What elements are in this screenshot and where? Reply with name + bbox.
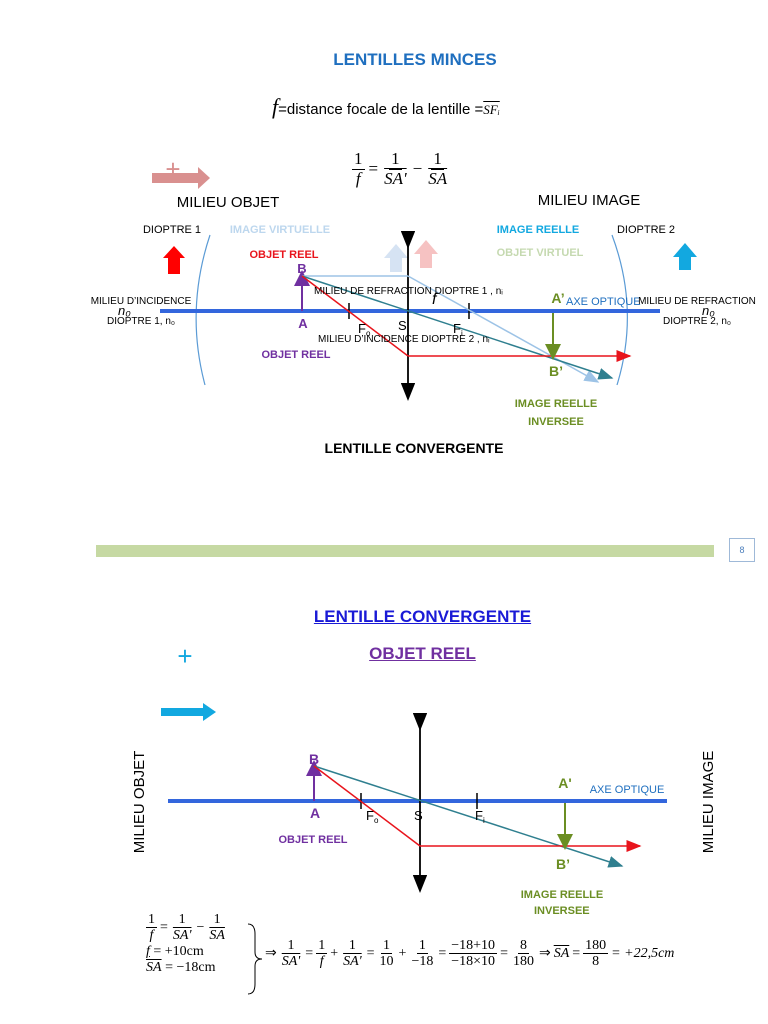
n0-left: n₀ bbox=[118, 303, 131, 318]
section-title: LENTILLE CONVERGENTE bbox=[313, 607, 532, 626]
image-virtuelle-label: IMAGE VIRTUELLE bbox=[230, 224, 330, 236]
point-a-bottom: A bbox=[310, 805, 320, 821]
focal-fo-label: Fo bbox=[358, 321, 371, 338]
page-number-badge: 8 bbox=[729, 538, 755, 562]
milieu-incidence-left-l2: DIOPTRE 1, n₀ bbox=[107, 316, 175, 327]
point-b-bottom: B bbox=[309, 751, 319, 767]
milieu-refraction-dioptre1-label: MILIEU DE REFRACTION DIOPTRE 1 , nᵢ bbox=[314, 286, 503, 297]
ray-center-teal-bottom bbox=[313, 765, 624, 868]
red-up-arrow bbox=[163, 246, 185, 274]
milieu-incidence-left-l1: MILIEU D’INCIDENCE bbox=[91, 296, 192, 307]
center-s-label: S bbox=[398, 318, 407, 333]
focal-f-italic: f bbox=[432, 291, 438, 308]
calc-sa-value: SA = −18cm bbox=[146, 959, 216, 975]
point-b-prime-bottom: B’ bbox=[556, 856, 570, 872]
image-reelle-inversee-l1: IMAGE REELLE bbox=[515, 398, 598, 410]
milieu-objet-vertical: MILIEU OBJET bbox=[131, 751, 148, 854]
calc-brace bbox=[247, 923, 263, 995]
objet-reel-label-bottom: OBJET REEL bbox=[278, 834, 347, 846]
image-reelle-inversee-l2-bottom: INVERSEE bbox=[534, 905, 590, 917]
objet-reel-bottom-label: OBJET REEL bbox=[261, 349, 330, 361]
ray-focal-red-bottom bbox=[313, 765, 421, 847]
milieu-refraction-right-l2: DIOPTRE 2, n₀ bbox=[663, 316, 731, 327]
ray-refracted-lightblue bbox=[407, 275, 600, 383]
section-subtitle: OBJET REEL bbox=[369, 644, 476, 663]
equals-sign: = bbox=[368, 159, 379, 179]
dioptre-2-label: DIOPTRE 2 bbox=[617, 224, 675, 236]
focal-sfi: SFᵢ bbox=[483, 102, 500, 117]
cyan-up-arrow bbox=[673, 243, 697, 270]
ray-focal-red bbox=[301, 275, 409, 357]
faded-red-arrow bbox=[414, 240, 438, 268]
objet-virtuel-label: OBJET VIRTUEL bbox=[497, 247, 584, 259]
calc-f-value: f = +10cm bbox=[146, 943, 204, 959]
point-b: B bbox=[297, 261, 306, 276]
focal-fi-label-bottom: Fi bbox=[475, 808, 485, 825]
axe-optique-label-bottom: AXE OPTIQUE bbox=[590, 784, 665, 796]
point-a: A bbox=[298, 316, 308, 331]
image-reelle-inversee-l2: INVERSEE bbox=[528, 416, 584, 428]
lentille-convergente-caption: LENTILLE CONVERGENTE bbox=[325, 440, 504, 456]
focal-definition-text: =distance focale de la lentille = bbox=[278, 101, 484, 118]
focal-definition: f=distance focale de la lentille =SFᵢ bbox=[272, 94, 500, 120]
point-a-prime: A’ bbox=[551, 290, 564, 306]
focal-symbol: f bbox=[272, 94, 279, 119]
bottom-diagram: + B A A' B’ Fo Fi S AXE OPTIQUE OBJET RE… bbox=[131, 641, 717, 900]
milieu-image-label: MILIEU IMAGE bbox=[538, 192, 641, 209]
milieu-objet-label: MILIEU OBJET bbox=[177, 194, 280, 211]
minus-sign: − bbox=[412, 159, 423, 179]
objet-reel-top-label: OBJET REEL bbox=[249, 249, 318, 261]
pink-direction-arrow bbox=[152, 167, 210, 189]
milieu-incidence-dioptre2-label: MILIEU D’INCIDENCE DIOPTRE 2 , nᵢ bbox=[318, 334, 490, 345]
plus-sign-bottom: + bbox=[177, 641, 192, 671]
focal-fo-label-bottom: Fo bbox=[366, 808, 379, 825]
point-b-prime: B’ bbox=[549, 363, 563, 379]
cyan-direction-arrow bbox=[161, 703, 216, 721]
ray-center-teal bbox=[301, 275, 614, 380]
image-reelle-label: IMAGE REELLE bbox=[497, 224, 580, 236]
dioptre-1-label: DIOPTRE 1 bbox=[143, 224, 201, 236]
page-title: LENTILLES MINCES bbox=[333, 50, 497, 69]
n0-right: n₀ bbox=[702, 303, 715, 318]
focal-fi-label: Fi bbox=[453, 321, 463, 338]
image-reelle-inversee-l1-bottom: IMAGE REELLE bbox=[521, 889, 604, 900]
milieu-refraction-right-l1: MILIEU DE REFRACTION bbox=[638, 296, 756, 307]
axe-optique-label: AXE OPTIQUE bbox=[566, 296, 641, 308]
top-diagram: + MILIEU OBJET MILIEU IMAGE DIOPTRE 1 DI… bbox=[91, 154, 756, 456]
milieu-image-vertical: MILIEU IMAGE bbox=[700, 751, 717, 854]
point-a-prime-bottom: A' bbox=[558, 775, 571, 791]
center-s-label-bottom: S bbox=[414, 808, 423, 823]
plus-sign-top: + bbox=[165, 154, 180, 184]
section-separator bbox=[96, 545, 714, 557]
faded-blue-arrow bbox=[384, 244, 408, 272]
